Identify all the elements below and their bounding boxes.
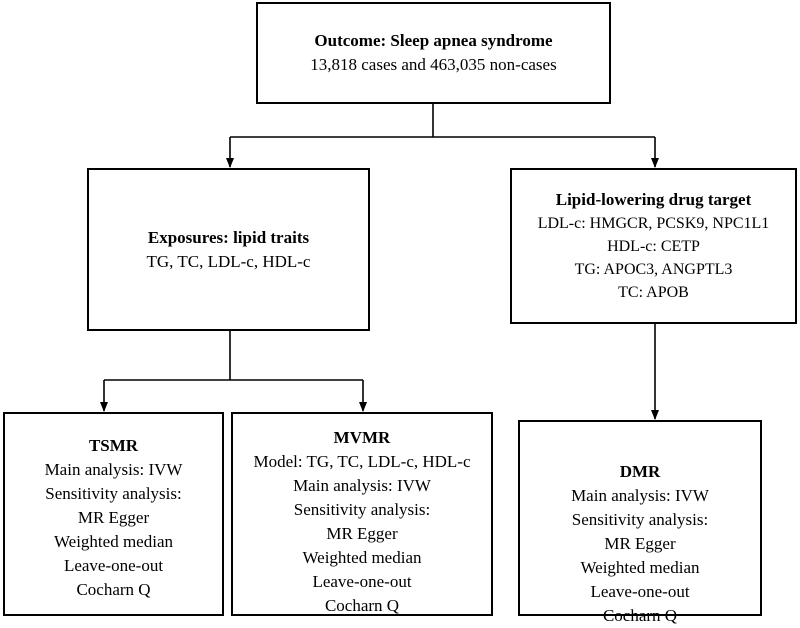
mvmr-box: MVMR Model: TG, TC, LDL-c, HDL-c Main an… [231,412,493,616]
mvmr-line: Leave-one-out [312,572,412,591]
mvmr-title: MVMR [333,428,391,447]
dmr-line: Leave-one-out [590,582,690,601]
exposures-title: Exposures: lipid traits [147,227,310,247]
mvmr-line: Model: TG, TC, LDL-c, HDL-c [253,452,471,471]
drug-target-line: TC: APOB [618,284,689,301]
dmr-line: Weighted median [580,558,700,577]
tsmr-title: TSMR [88,436,139,455]
tsmr-line: Weighted median [53,532,173,551]
drug-target-line: TG: APOC3, ANGPTL3 [574,261,733,278]
exposures-detail: TG, TC, LDL-c, HDL-c [146,251,311,271]
tsmr-line: MR Egger [77,508,150,527]
mvmr-line: Weighted median [302,548,422,567]
tsmr-line: Sensitivity analysis: [45,484,182,503]
tsmr-line: Main analysis: IVW [44,460,183,479]
drug-target-line: HDL-c: CETP [607,238,700,255]
dmr-line: Cocharn Q [602,606,678,625]
dmr-box: DMR Main analysis: IVW Sensitivity analy… [518,420,762,625]
exposures-box: Exposures: lipid traits TG, TC, LDL-c, H… [87,168,370,331]
drug-target-line: LDL-c: HMGCR, PCSK9, NPC1L1 [537,215,770,232]
tsmr-line: Leave-one-out [63,556,164,575]
outcome-box: Outcome: Sleep apnea syndrome 13,818 cas… [256,2,611,104]
dmr-line: Main analysis: IVW [571,486,709,505]
mvmr-line: Main analysis: IVW [293,476,431,495]
tsmr-line: Cocharn Q [76,580,151,599]
mvmr-line: MR Egger [326,524,398,543]
dmr-title: DMR [619,462,661,481]
mvmr-line: Cocharn Q [324,596,400,615]
drug-target-box: Lipid-lowering drug target LDL-c: HMGCR,… [510,168,797,324]
tsmr-box: TSMR Main analysis: IVW Sensitivity anal… [3,412,224,616]
mvmr-line: Sensitivity analysis: [293,500,431,519]
outcome-title: Outcome: Sleep apnea syndrome [314,31,553,50]
drug-target-title: Lipid-lowering drug target [555,190,752,209]
dmr-line: Sensitivity analysis: [571,510,709,529]
dmr-line: MR Egger [604,534,676,553]
outcome-detail: 13,818 cases and 463,035 non-cases [310,55,557,74]
